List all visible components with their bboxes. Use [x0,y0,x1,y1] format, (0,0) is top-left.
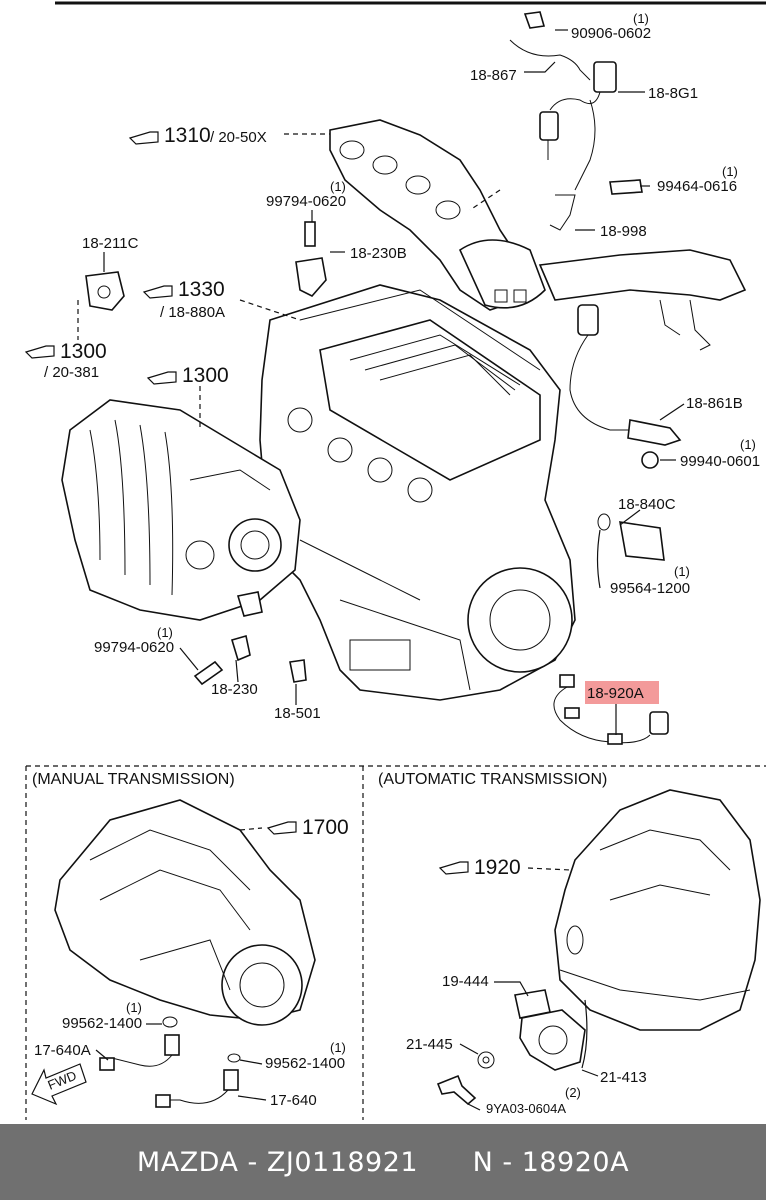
qty-99562a: (1) [126,1000,142,1015]
qty-99794a: (1) [330,179,346,194]
label-18-920a[interactable]: 18-920A [587,685,644,702]
label-18-211c[interactable]: 18-211C [82,235,139,252]
label-18-230b[interactable]: 18-230B [350,245,407,262]
qty-99564: (1) [674,564,690,579]
qty-99464: (1) [722,164,738,179]
pointer-icon-1310 [128,131,159,145]
manual-switch-drawing [99,1016,241,1108]
label-90906-0602[interactable]: 90906-0602 [571,25,651,42]
harness-drawing [553,674,669,745]
footer-bar: MAZDA - ZJ0118921 N - 18920A [0,1124,766,1200]
qty-99794b: (1) [157,625,173,640]
label-99464-0616[interactable]: 99464-0616 [657,178,737,195]
label-1310-sub[interactable]: / 20-50X [210,129,267,146]
label-18-501[interactable]: 18-501 [274,705,321,722]
qty-99940: (1) [740,437,756,452]
pointer-icon-1330 [142,285,173,299]
qty-90906: (1) [633,11,649,26]
label-1330[interactable]: 1330 [178,278,225,301]
qty-99562b: (1) [330,1040,346,1055]
fasteners-drawing [193,11,665,686]
section-automatic-transmission: (AUTOMATIC TRANSMISSION) [378,771,607,788]
label-99794-0620-top[interactable]: 99794-0620 [266,193,346,210]
fwd-arrow-icon: FWD [31,1063,87,1106]
label-18-867[interactable]: 18-867 [470,67,517,84]
label-1300-right[interactable]: 1300 [182,364,229,387]
fwd-label: FWD [46,1068,79,1093]
label-18-861b[interactable]: 18-861B [686,395,743,412]
upper-o2-sensor-drawing [509,39,617,231]
footer-brand: MAZDA - ZJ0118921 [136,1146,419,1178]
label-99562-1400-left[interactable]: 99562-1400 [62,1015,142,1032]
label-18-840c[interactable]: 18-840C [618,496,676,513]
pointer-icon-1700 [266,821,297,835]
label-1300-left-sub[interactable]: / 20-381 [44,364,99,381]
intake-manifold-drawing [61,399,301,621]
label-1300-left[interactable]: 1300 [60,340,107,363]
highlight-18-920a [585,681,659,704]
label-99940-0601[interactable]: 99940-0601 [680,453,760,470]
qty-9ya03: (2) [565,1085,581,1100]
label-19-444[interactable]: 19-444 [442,973,489,990]
exhaust-manifold-drawing [329,119,747,351]
label-1310[interactable]: 1310 [164,124,211,147]
label-21-413[interactable]: 21-413 [600,1069,647,1086]
footer-number: N - 18920A [472,1146,630,1178]
label-18-998[interactable]: 18-998 [600,223,647,240]
label-99564-1200[interactable]: 99564-1200 [610,580,690,597]
label-17-640a[interactable]: 17-640A [34,1042,91,1059]
section-manual-transmission: (MANUAL TRANSMISSION) [32,771,235,788]
label-18-8g1[interactable]: 18-8G1 [648,85,698,102]
pointer-icon-1300b [146,371,177,385]
pointer-icon-1920 [438,861,469,875]
automatic-transmission-drawing [527,789,761,1031]
inhibitor-switch-drawing [436,989,586,1106]
label-1700[interactable]: 1700 [302,816,349,839]
parts-diagram: (1) 90906-0602 18-867 18-8G1 1310 / 20-5… [24,1,766,1120]
label-1330-sub[interactable]: / 18-880A [160,304,225,321]
label-99794-0620-bottom[interactable]: 99794-0620 [94,639,174,656]
label-21-445[interactable]: 21-445 [406,1036,453,1053]
label-9ya03-0604a[interactable]: 9YA03-0604A [486,1101,566,1116]
engine-block-drawing [259,284,576,701]
lower-o2-sensor-drawing [569,304,682,469]
label-99562-1400-right[interactable]: 99562-1400 [265,1055,345,1072]
label-18-230[interactable]: 18-230 [211,681,258,698]
footer-spacer [418,1147,473,1178]
manual-transmission-drawing [54,799,316,1026]
pointer-icon-1300a [24,345,55,359]
small-sensors-drawing [85,221,327,311]
leader-lines-top [77,29,685,735]
label-1920[interactable]: 1920 [474,856,521,879]
label-17-640[interactable]: 17-640 [270,1092,317,1109]
